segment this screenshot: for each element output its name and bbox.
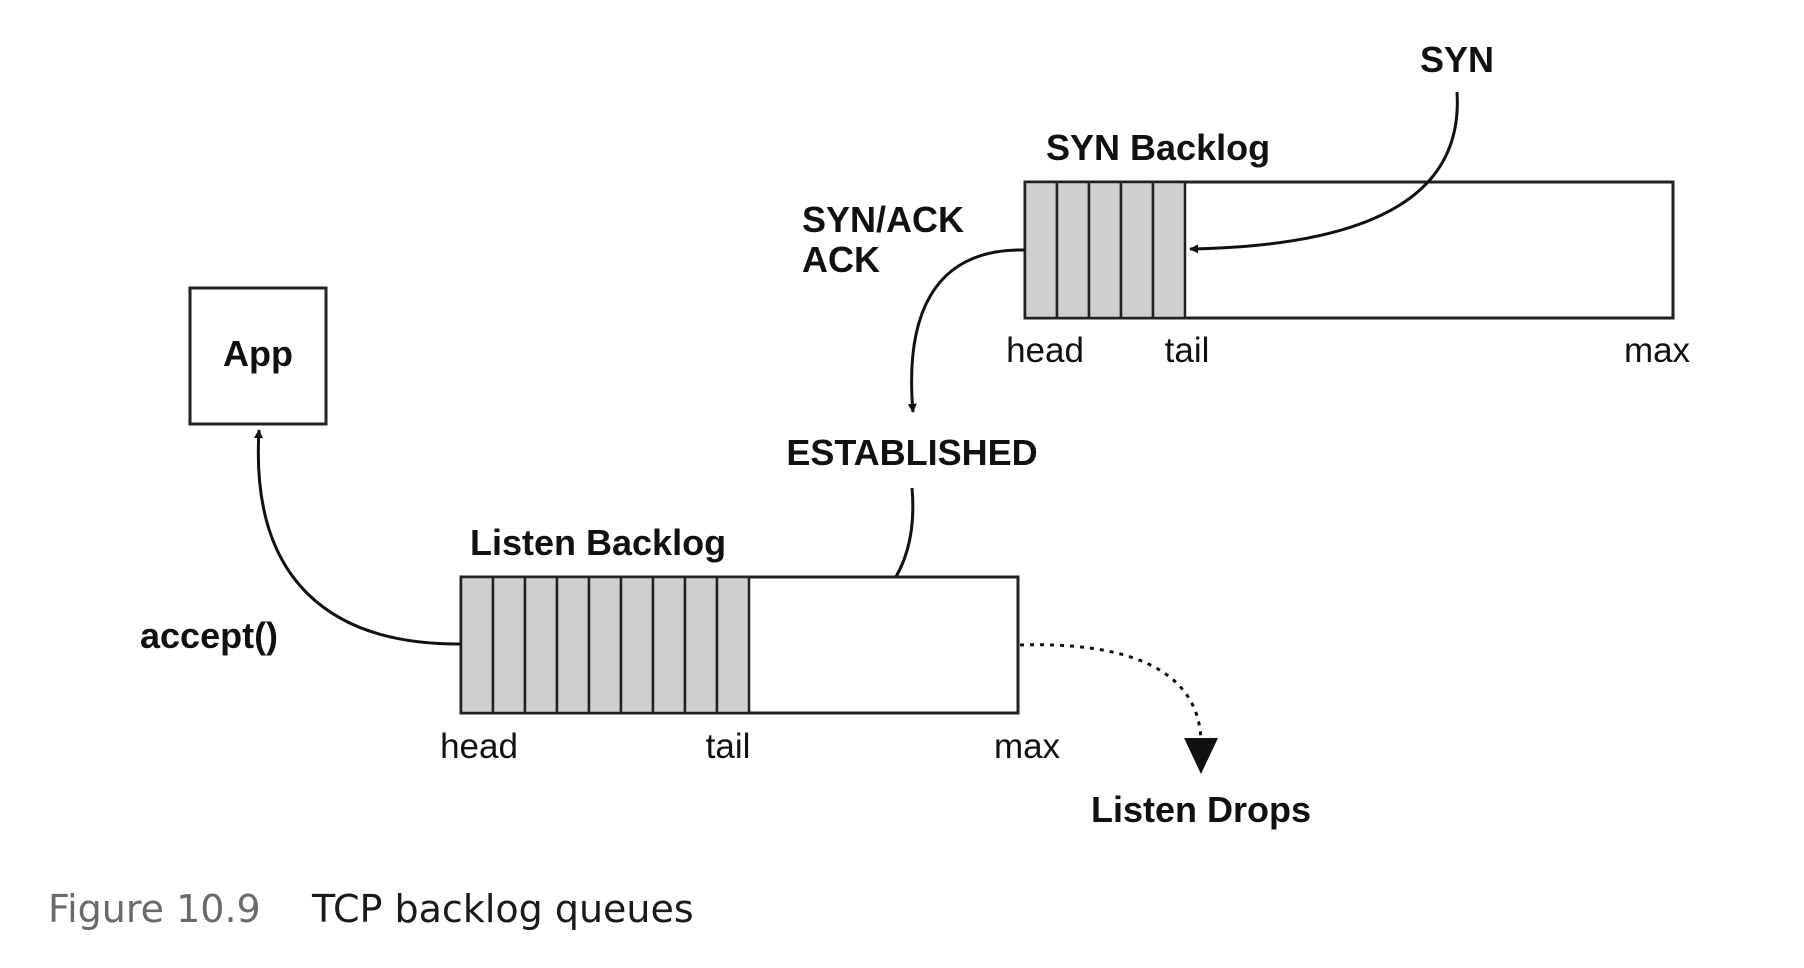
figure-caption: Figure 10.9 TCP backlog queues xyxy=(48,887,694,931)
listen-drops-arrow xyxy=(1019,643,1203,741)
listen-tail-label: tail xyxy=(706,727,751,766)
queue-slot xyxy=(1023,180,1059,320)
syn-backlog-label: SYN Backlog xyxy=(1046,127,1270,168)
queue-slot xyxy=(1087,180,1123,320)
synack-label-line2: ACK xyxy=(802,239,880,280)
app-box: App xyxy=(188,286,328,426)
listen-backlog-queue: Listen Backlog head tail max xyxy=(440,522,1060,766)
accept-arrow xyxy=(254,429,462,646)
syn-head-label: head xyxy=(1006,331,1084,370)
syn-tail-label: tail xyxy=(1165,331,1210,370)
synack-label-line1: SYN/ACK xyxy=(802,199,964,240)
queue-slot xyxy=(715,575,751,715)
listen-max-label: max xyxy=(994,727,1061,766)
established-label: ESTABLISHED xyxy=(786,432,1037,473)
app-label: App xyxy=(223,333,293,374)
listen-head-label: head xyxy=(440,727,518,766)
queue-slot xyxy=(491,575,527,715)
figure-number: Figure 10.9 xyxy=(48,887,261,931)
listen-drops-label: Listen Drops xyxy=(1091,789,1311,830)
queue-slot xyxy=(523,575,559,715)
syn-backlog-queue: SYN Backlog head tail max xyxy=(1006,127,1690,370)
listen-backlog-slots xyxy=(459,575,751,715)
queue-slot xyxy=(651,575,687,715)
syn-arrow xyxy=(1189,91,1459,254)
queue-slot xyxy=(1055,180,1091,320)
listen-backlog-label: Listen Backlog xyxy=(470,522,726,563)
syn-label: SYN xyxy=(1420,39,1494,80)
syn-max-label: max xyxy=(1624,331,1691,370)
queue-slot xyxy=(587,575,623,715)
queue-slot xyxy=(1151,180,1187,320)
accept-label: accept() xyxy=(140,615,278,656)
established-arrow xyxy=(907,248,1026,413)
syn-backlog-slots xyxy=(1023,180,1187,320)
queue-slot xyxy=(459,575,495,715)
queue-slot xyxy=(619,575,655,715)
queue-slot xyxy=(1119,180,1155,320)
listen-drops-arrowhead xyxy=(1184,738,1218,774)
queue-slot xyxy=(683,575,719,715)
queue-slot xyxy=(555,575,591,715)
figure-title: TCP backlog queues xyxy=(311,887,694,931)
